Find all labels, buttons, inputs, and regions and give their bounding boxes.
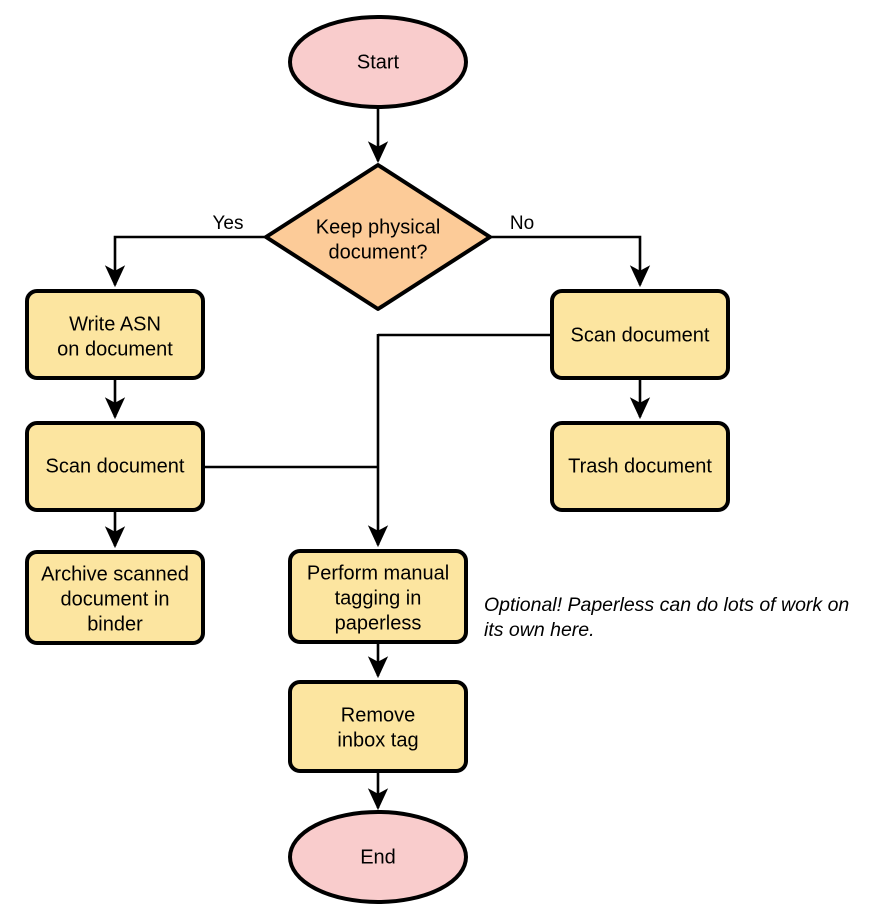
node-scan-document-right[interactable]: Scan document [550, 289, 730, 380]
end-label: End [360, 846, 396, 868]
node-remove-inbox-tag[interactable]: Remove inbox tag [288, 680, 468, 773]
node-decision-keep-physical-document[interactable]: Keep physical document? [264, 163, 492, 311]
scan-left-rect-shape [25, 421, 205, 512]
scan-right-rect-shape [550, 289, 730, 380]
write-asn-label-line1: Write ASN [69, 313, 161, 335]
decision-label-line1: Keep physical [316, 216, 441, 238]
start-ellipse-shape [288, 15, 468, 109]
tagging-label-line3: paperless [335, 612, 422, 634]
remove-inbox-label-line2: inbox tag [337, 729, 418, 751]
end-ellipse-shape [288, 810, 468, 904]
archive-label-line3: binder [87, 613, 143, 635]
remove-inbox-rect-shape [288, 680, 468, 773]
write-asn-label-line2: on document [57, 338, 173, 360]
annotation-line1: Optional! Paperless can do lots of work … [484, 594, 849, 616]
node-archive-scanned-document[interactable]: Archive scanned document in binder [25, 550, 205, 645]
decision-diamond-shape [264, 163, 492, 311]
decision-label-line2: document? [329, 241, 428, 263]
archive-label-line2: document in [61, 588, 170, 610]
archive-label-line1: Archive scanned [41, 563, 189, 585]
edge-decision-yes-to-write-asn [104, 235, 266, 288]
start-label: Start [357, 51, 400, 73]
trash-label: Trash document [568, 455, 712, 477]
scan-left-label: Scan document [46, 455, 185, 477]
edge-label-yes: Yes [213, 213, 244, 234]
trash-rect-shape [550, 421, 730, 512]
edge-label-layer: Yes No [213, 213, 535, 234]
annotation-optional-paperless: Optional! Paperless can do lots of work … [484, 594, 849, 641]
edge-label-no: No [510, 213, 534, 234]
tagging-rect-shape [288, 549, 468, 644]
node-start[interactable]: Start [288, 15, 468, 109]
node-write-asn-on-document[interactable]: Write ASN on document [25, 289, 205, 380]
annotation-line2: its own here. [484, 619, 595, 641]
archive-rect-shape [25, 550, 205, 645]
node-end[interactable]: End [288, 810, 468, 904]
write-asn-rect-shape [25, 289, 205, 380]
node-perform-manual-tagging[interactable]: Perform manual tagging in paperless [288, 549, 468, 644]
tagging-label-line2: tagging in [335, 587, 422, 609]
edge-decision-no-to-scan-right [490, 235, 651, 288]
edge-layer [104, 107, 651, 811]
node-scan-document-left[interactable]: Scan document [25, 421, 205, 512]
node-trash-document[interactable]: Trash document [550, 421, 730, 512]
scan-right-label: Scan document [571, 324, 710, 346]
remove-inbox-label-line1: Remove [341, 704, 415, 726]
tagging-label-line1: Perform manual [307, 562, 449, 584]
